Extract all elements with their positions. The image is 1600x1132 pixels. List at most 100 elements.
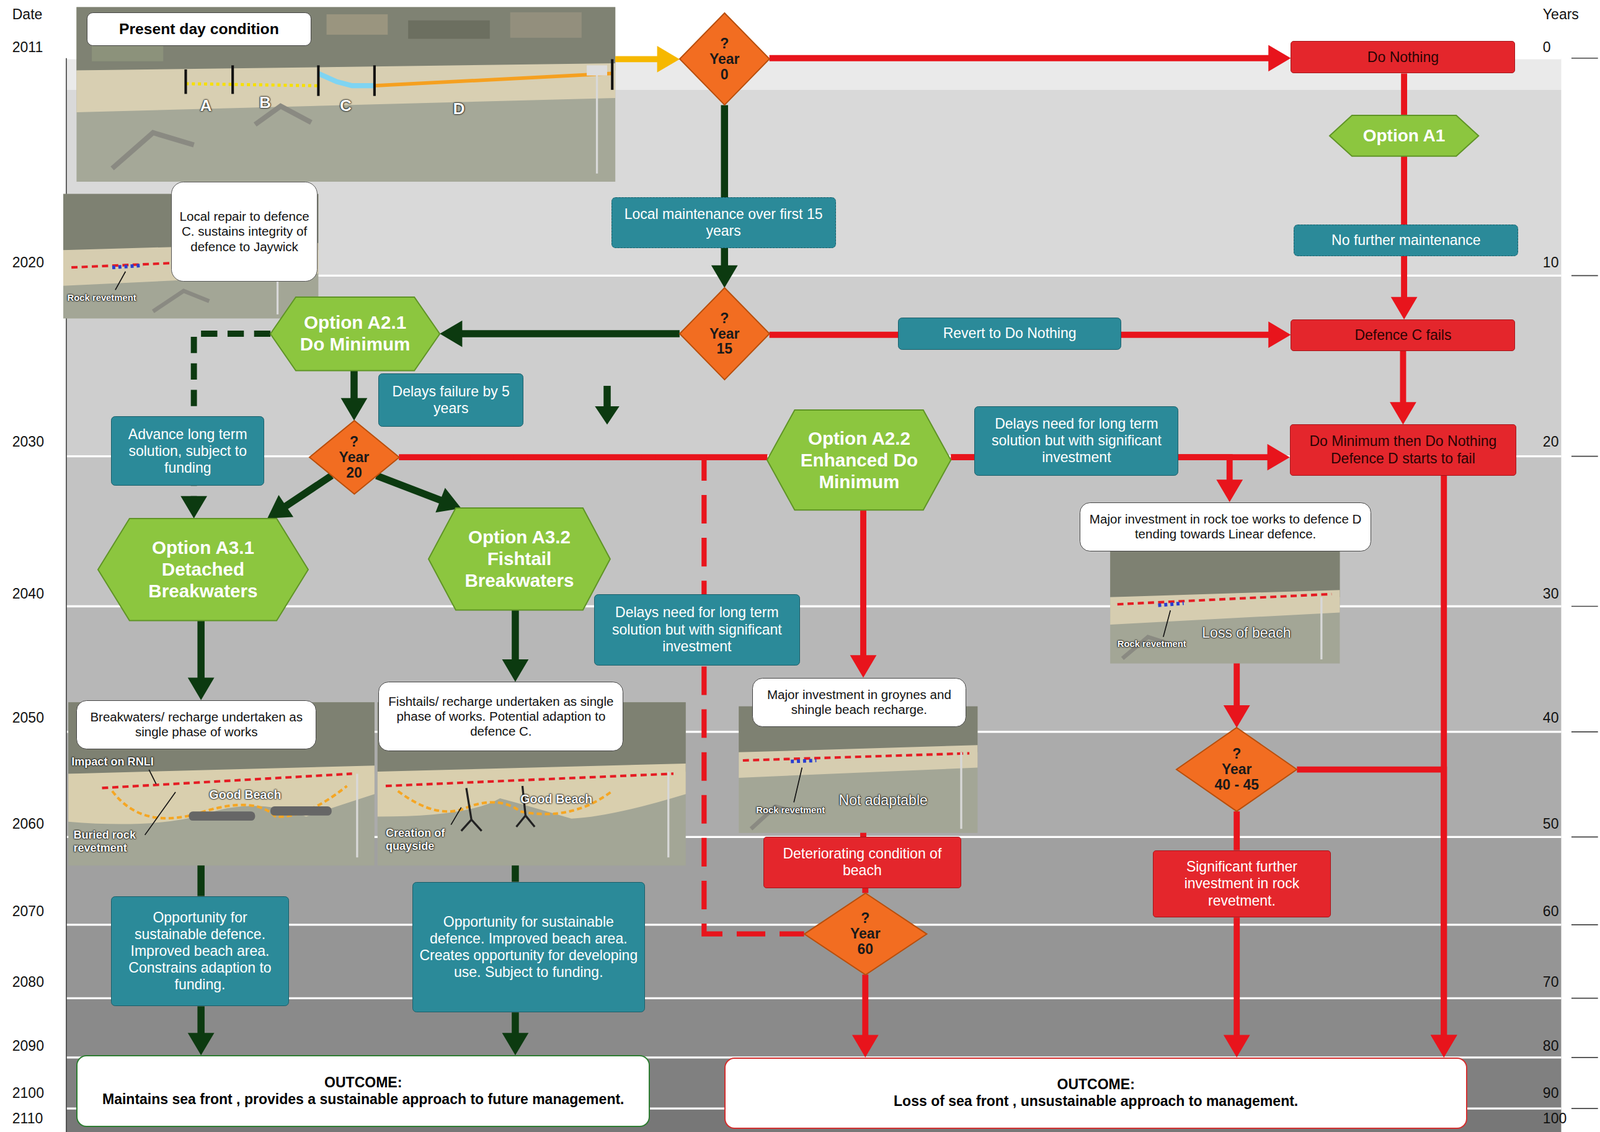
node-content: ?Year 0 — [709, 35, 740, 83]
date-label: 2020 — [12, 254, 45, 272]
node-content: Present day condition — [86, 12, 312, 46]
connector-line — [457, 329, 680, 338]
node-text: Option A3.1 — [151, 537, 255, 559]
node-content: Do Minimum then Do Nothing Defence D sta… — [1295, 432, 1511, 467]
connector-line — [1233, 663, 1240, 711]
node-content: Opportunity for sustainable defence. Imp… — [417, 913, 640, 982]
defence-letter: D — [453, 99, 466, 119]
node-text: Do Minimum then Do Nothing Defence D sta… — [1295, 432, 1511, 467]
node-text: Do Minimum — [300, 333, 411, 356]
year-label: 30 — [1542, 585, 1560, 603]
image-label: Creation of quayside — [385, 826, 465, 854]
option-hexagon: Option A3.1Detached Breakwaters — [97, 518, 309, 621]
node-content: Do Nothing — [1296, 48, 1511, 66]
status-box: Deteriorating condition of beach — [763, 836, 962, 888]
arrow-head — [1223, 705, 1251, 728]
node-text: ? — [349, 434, 359, 450]
node-text: ? — [720, 35, 729, 52]
node-content: Breakwaters/ recharge undertaken as sing… — [76, 700, 317, 750]
node-text: Major investment in groynes and shingle … — [759, 687, 960, 718]
node-content: ?Year 40 - 45 — [1212, 746, 1261, 793]
arrow-head — [1268, 44, 1291, 72]
arrow-head — [502, 1032, 529, 1055]
node-text: Year 40 - 45 — [1212, 761, 1261, 793]
flow-arrow — [1223, 663, 1251, 729]
flow-arrow — [615, 45, 680, 73]
node-text: Deteriorating condition of beach — [768, 845, 956, 879]
node-text: Enhanced Do Minimum — [785, 449, 933, 494]
flow-arrow — [376, 475, 462, 513]
arrow-head — [1268, 321, 1291, 348]
image-label: Rock revetment — [67, 292, 137, 304]
arrow-head — [852, 1034, 879, 1057]
status-box: Do Nothing — [1290, 40, 1516, 74]
year-label: 10 — [1542, 254, 1560, 272]
arrow-head — [502, 659, 529, 682]
node-content: Option A3.1Detached Breakwaters — [119, 537, 288, 603]
edge-label: Local maintenance over first 15 years — [611, 197, 836, 249]
flow-arrow — [187, 620, 215, 700]
node-text: ? — [860, 910, 870, 926]
connector-line — [376, 475, 445, 502]
edge-label: Delays need for long term solution but w… — [974, 406, 1179, 476]
connector-line — [615, 55, 662, 63]
image-label: Loss of beach — [1201, 624, 1291, 642]
defence-letter: B — [259, 93, 272, 113]
shape-outline — [804, 893, 927, 975]
date-label: 2030 — [12, 433, 45, 451]
node-text: Option A2.1 — [303, 311, 407, 334]
node-text: Breakwaters/ recharge undertaken as sing… — [83, 709, 310, 740]
arrow-head — [439, 320, 463, 348]
arrow-head — [1223, 1034, 1251, 1057]
arrow-head — [1389, 401, 1417, 425]
node-text: Year 0 — [709, 51, 740, 83]
axis-title: Date — [12, 6, 43, 23]
flow-arrow — [439, 320, 680, 348]
node-text: Opportunity for sustainable defence. Imp… — [117, 909, 284, 994]
date-label: 2110 — [12, 1110, 44, 1127]
image-panel: Present day condition — [76, 7, 616, 182]
year-label: 40 — [1542, 709, 1560, 727]
node-text: ? — [1232, 746, 1241, 762]
node-content: Opportunity for sustainable defence. Imp… — [117, 909, 284, 994]
arrow-head — [180, 496, 208, 519]
node-content: ?Year 15 — [709, 310, 740, 358]
option-hexagon: Option A2.1Do Minimum — [270, 297, 440, 371]
axis-title: Years — [1542, 6, 1579, 23]
year-label: 60 — [1542, 902, 1560, 920]
flow-arrow — [711, 104, 738, 288]
defence-letter: A — [200, 96, 213, 116]
node-text: Present day condition — [119, 19, 280, 38]
node-text: Maintains sea front , provides a sustain… — [102, 1090, 625, 1108]
node-content: Major investment in groynes and shingle … — [752, 677, 967, 727]
date-label: 2011 — [12, 39, 44, 56]
node-content: Significant further investment in rock r… — [1159, 858, 1326, 910]
node-content: Delays failure by 5 years — [384, 383, 518, 417]
node-text: Year 60 — [850, 925, 881, 957]
date-label: 2040 — [12, 585, 45, 603]
arrow-head — [711, 265, 738, 288]
shape-outline — [679, 13, 770, 105]
edge-label: Advance long term solution, subject to f… — [111, 416, 265, 486]
date-label: 2100 — [12, 1084, 45, 1102]
node-text: OUTCOME: — [324, 1074, 402, 1091]
decision-diamond: ?Year 40 - 45 — [1176, 727, 1297, 812]
date-label: 2050 — [12, 709, 45, 727]
status-box: Defence C fails — [1290, 319, 1516, 352]
connector-line — [862, 888, 869, 894]
connector-line — [511, 610, 520, 664]
flow-arrow — [850, 510, 877, 678]
outcome-box: OUTCOME:Maintains sea front , provides a… — [76, 1054, 650, 1127]
flow-arrow — [852, 974, 879, 1057]
image-label: Impact on RNLI — [71, 755, 154, 769]
connector-line — [197, 620, 205, 682]
flow-arrow — [502, 610, 529, 682]
node-content: Local repair to defence C. sustains inte… — [177, 208, 312, 255]
connector-line — [511, 865, 520, 882]
connector-line — [1400, 73, 1408, 115]
flow-arrow — [341, 370, 368, 421]
arrow-head — [187, 1032, 215, 1055]
date-label: 2070 — [12, 902, 45, 920]
node-content: Option A3.2Fishtail Breakwaters — [446, 526, 592, 592]
shape-outline — [97, 518, 309, 621]
